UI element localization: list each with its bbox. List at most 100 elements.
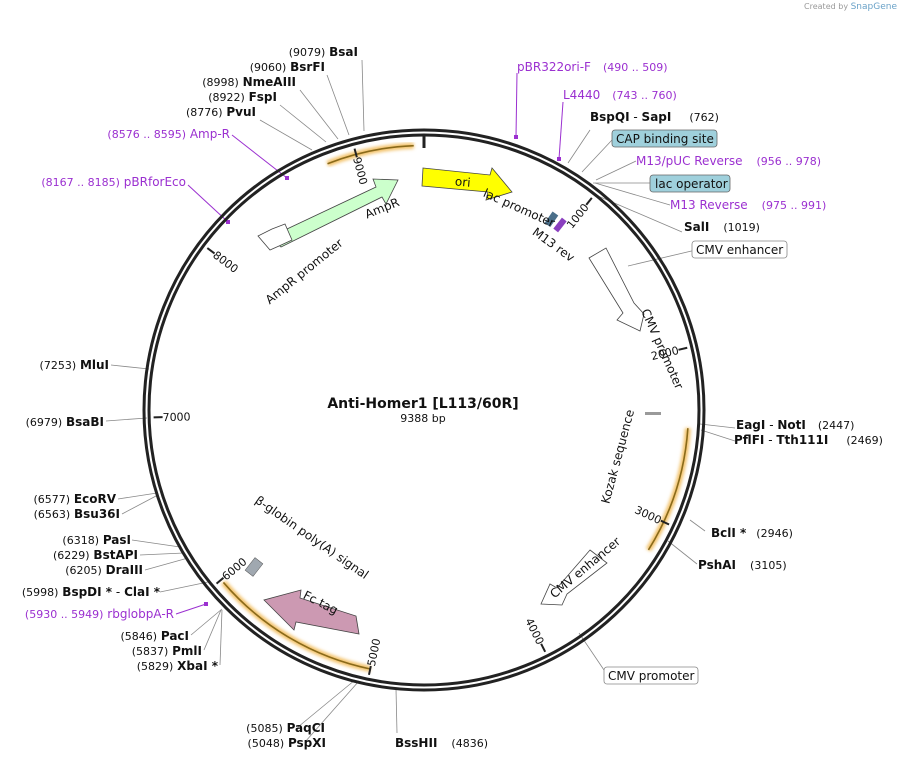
callout-cmv-promoter[interactable]: CMV promoter [608,669,695,683]
leader-line [259,119,313,151]
leader-line [131,539,181,548]
feature-ampr-promoter[interactable] [257,223,293,251]
enzyme-bsrfi[interactable]: (9060) BsrFI [250,60,325,74]
enzyme-eagi-noti[interactable]: EagI - NotI(2447) [736,418,854,432]
feature-cmv-enhancer[interactable] [540,549,608,606]
feature-cmv-promoter[interactable] [588,247,645,332]
enzyme-pspxi[interactable]: (5048) PspXI [248,736,326,750]
primer-site-marker [514,135,518,139]
enzyme-pasi[interactable]: (6318) PasI [62,533,131,547]
leader-line [595,160,637,181]
tick-6000 [215,577,225,585]
tick-label: 3000 [633,503,664,527]
enzyme-xbai[interactable]: (5829) XbaI * [137,659,219,673]
enzyme-paci[interactable]: (5846) PacI [120,629,189,643]
feature-kozak[interactable] [645,412,661,415]
enzyme-pvui[interactable]: (8776) PvuI [186,105,256,119]
leader-line [279,104,327,143]
feature-lac-promoter[interactable] [544,211,559,228]
primer-pbrforeco[interactable]: (8167 .. 8185) pBRforEco [41,175,186,189]
feature-ori[interactable] [421,167,513,201]
tick-label: 1000 [564,201,592,231]
enzyme-sali[interactable]: SalI(1019) [684,220,760,234]
enzyme-bcli[interactable]: BclI *(2946) [711,526,793,540]
enzyme-pflfi-tth111i[interactable]: PflFI - Tth111I(2469) [734,433,883,447]
callout-boxes: CAP binding site lac operator CMV enhanc… [603,129,788,685]
enzyme-draiii[interactable]: (6205) DraIII [65,563,143,577]
tick-label: 8000 [210,249,240,276]
leader-line [139,552,185,556]
primer-leader [175,603,207,615]
leader-line [667,540,698,565]
enzyme-bsai[interactable]: (9079) BsaI [289,45,358,59]
primer-leader [515,72,518,138]
leader-line [699,423,736,429]
leader-line [326,74,350,136]
label-bglobin-polya: β-globin poly(A) signal [253,493,372,582]
feature-m13-rev[interactable] [553,217,567,233]
primer-pbr322ori-f[interactable]: pBR322ori-F(490 .. 509) [517,60,668,74]
enzyme-paqci[interactable]: (5085) PaqCI [246,721,325,735]
primer-labels: pBR322ori-F(490 .. 509) L4440(743 .. 760… [25,60,826,621]
orf-glow [645,428,691,552]
primer-l4440[interactable]: L4440(743 .. 760) [563,88,677,102]
leader-line [395,688,398,734]
enzyme-bsshii[interactable]: BssHII(4836) [395,736,488,750]
label-kozak: Kozak sequence [598,408,637,505]
plasmid-name: Anti-Homer1 [L113/60R] [327,396,518,412]
enzyme-fspi[interactable]: (8922) FspI [208,90,277,104]
plasmid-length: 9388 bp [400,412,445,425]
leader-line [219,609,223,666]
feature-arrows [244,167,661,635]
primer-site-marker [557,157,561,161]
backbone-outer [142,128,706,692]
leader-line [110,364,150,370]
primer-amp-r[interactable]: (8576 .. 8595) Amp-R [107,127,230,141]
enzyme-bspdi-clai[interactable]: (5998) BspDI * - ClaI * [22,585,161,599]
leader-line [361,59,365,132]
callout-cap-binding-site[interactable]: CAP binding site [616,132,714,146]
enzyme-mlui[interactable]: (7253) MluI [40,358,109,372]
tick-5000 [368,665,372,676]
enzyme-bstapi[interactable]: (6229) BstAPI [53,548,138,562]
leader-line [117,492,158,500]
tick-label: 5000 [365,637,383,667]
plasmid-backbone [142,128,706,692]
tick-8000 [206,247,216,255]
enzyme-pshai[interactable]: PshAI(3105) [698,558,787,572]
primer-rbglobpa-r[interactable]: (5930 .. 5949) rbglobpA-R [25,607,174,621]
tick-label: 6000 [220,555,250,583]
enzyme-ecorv[interactable]: (6577) EcoRV [34,492,117,506]
primer-site-marker [285,176,289,180]
enzyme-nmeaiii[interactable]: (8998) NmeAIII [202,75,296,89]
feature-fc-tag[interactable] [263,589,360,635]
primer-site-marker [226,220,230,224]
enzyme-pmli[interactable]: (5837) PmlI [132,644,202,658]
feature-bglobin-polya[interactable] [244,557,264,577]
tick-label: 9000 [350,156,370,186]
leader-line [159,581,209,593]
tick-2000 [678,346,688,351]
enzyme-bsabi[interactable]: (6979) BsaBI [26,415,104,429]
leader-line [567,129,591,164]
orf-arc [327,144,414,165]
feature-ampr[interactable] [269,178,399,248]
label-leaders [105,59,736,743]
tick-3000 [660,519,670,526]
callout-lac-operator[interactable]: lac operator [655,177,728,191]
primer-m13-puc-reverse[interactable]: M13/pUC Reverse(956 .. 978) [636,154,821,168]
tick-4000 [540,643,547,653]
leader-line [297,679,356,728]
callout-lac-operator-box [649,174,731,193]
primer-m13-reverse[interactable]: M13 Reverse(975 .. 991) [670,198,826,212]
callout-cmv-promoter-box [603,666,699,685]
snapgene-logo: SnapGene [850,2,897,12]
enzyme-bspqi-sapi[interactable]: BspQI - SapI(762) [590,110,719,124]
label-ori: ori [454,174,471,189]
tick-label: 7000 [162,410,190,424]
enzyme-bsu36i[interactable]: (6563) Bsu36I [34,507,120,521]
label-m13-rev: M13 rev [530,225,578,265]
primer-leader [558,101,564,160]
callout-cmv-enhancer[interactable]: CMV enhancer [696,243,783,257]
